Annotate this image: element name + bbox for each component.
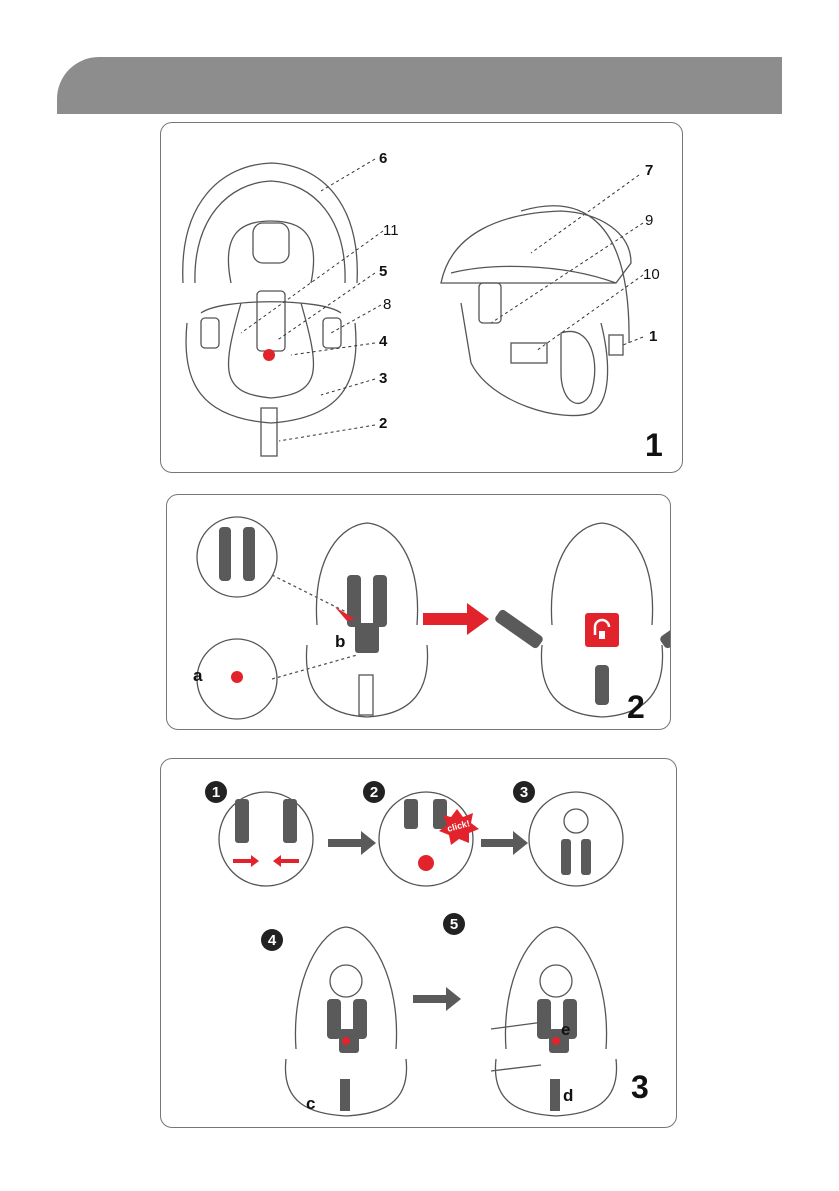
part-label-4: 4 <box>379 334 387 349</box>
harness-release-illustration <box>167 495 670 729</box>
panel-harness-fasten: 1 2 3 4 5 click! c d e 3 <box>160 758 677 1128</box>
part-label-6: 6 <box>379 151 387 166</box>
harness-fasten-illustration <box>161 759 676 1127</box>
part-label-3: 3 <box>379 371 387 386</box>
step-badge-1: 1 <box>205 781 227 803</box>
part-label-1: 1 <box>649 329 657 344</box>
panel-number: 2 <box>627 691 645 723</box>
part-label-9: 9 <box>645 213 653 228</box>
step-letter-d: d <box>563 1087 573 1104</box>
step-badge-2: 2 <box>363 781 385 803</box>
panel-parts-overview: 6 11 5 8 4 3 2 7 9 10 1 1 <box>160 122 683 473</box>
buckle-button-icon <box>263 349 275 361</box>
part-label-7: 7 <box>645 163 653 178</box>
step-letter-e: e <box>561 1021 570 1038</box>
arrow-right-icon <box>413 987 461 1011</box>
part-label-11: 11 <box>383 223 399 238</box>
unlock-icon <box>585 613 619 647</box>
part-label-8: 8 <box>383 297 391 312</box>
panel-number: 3 <box>631 1071 649 1103</box>
step-badge-5: 5 <box>443 913 465 935</box>
step-badge-3: 3 <box>513 781 535 803</box>
step-badge-4: 4 <box>261 929 283 951</box>
step-letter-b: b <box>335 633 345 650</box>
car-seat-parts-illustration <box>161 123 682 472</box>
part-label-2: 2 <box>379 416 387 431</box>
step-letter-a: a <box>193 667 202 684</box>
step-letter-c: c <box>306 1095 315 1112</box>
part-label-5: 5 <box>379 264 387 279</box>
part-label-10: 10 <box>643 267 660 282</box>
header-bar <box>57 57 782 114</box>
panel-number: 1 <box>645 429 663 461</box>
arrow-right-icon <box>423 603 489 635</box>
panel-harness-release: a b 2 <box>166 494 671 730</box>
